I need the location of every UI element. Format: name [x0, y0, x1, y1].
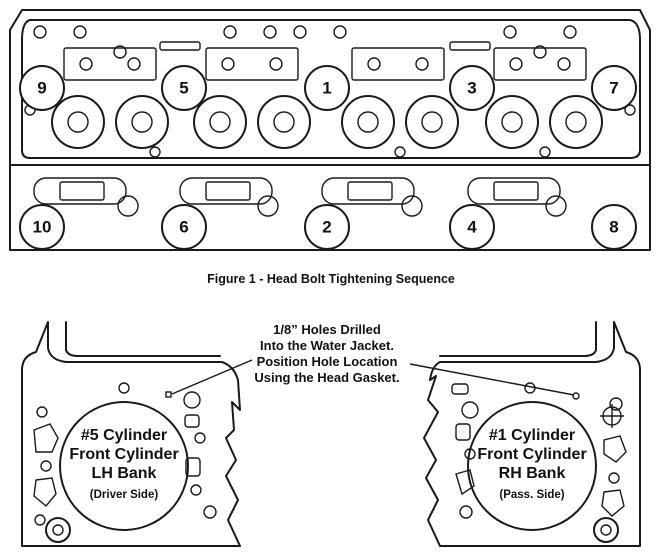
bolt-1: 1 [304, 65, 350, 111]
left-cylinder-label: #5 Cylinder Front Cylinder LH Bank (Driv… [69, 427, 178, 501]
head-bosses [63, 41, 587, 81]
bolt-6: 6 [161, 204, 207, 250]
bolt-number: 3 [467, 79, 476, 98]
bolt-10: 10 [19, 204, 65, 250]
right-cylinder-bore [467, 401, 597, 531]
left-label-line-4: (Driver Side) [90, 489, 159, 501]
left-cylinder-bore [59, 401, 189, 531]
bolt-9: 9 [19, 65, 65, 111]
bolt-number: 10 [33, 218, 52, 237]
bolt-4: 4 [449, 204, 495, 250]
left-label-line-3: LH Bank [92, 465, 157, 482]
bolt-7: 7 [591, 65, 637, 111]
note-line-4: Using the Head Gasket. [254, 370, 399, 385]
bolt-number: 5 [179, 79, 188, 98]
head-small-holes [24, 25, 636, 158]
note-line-3: Position Hole Location [257, 354, 398, 369]
note-leaders [165, 359, 575, 398]
bolt-number: 8 [609, 218, 618, 237]
drill-note: 1/8” Holes Drilled Into the Water Jacket… [254, 322, 399, 385]
note-line-1: 1/8” Holes Drilled [273, 322, 381, 337]
right-block-outline [423, 321, 641, 547]
right-label-line-3: RH Bank [499, 465, 566, 482]
right-label-line-2: Front Cylinder [477, 446, 586, 463]
left-label-line-2: Front Cylinder [69, 446, 178, 463]
bolt-number: 4 [467, 218, 477, 237]
note-line-2: Into the Water Jacket. [260, 338, 394, 353]
bolt-3: 3 [449, 65, 495, 111]
cylinder-head: 9 5 1 3 7 10 6 2 [9, 9, 651, 251]
valve-pockets [51, 95, 603, 149]
exhaust-ports [33, 177, 567, 217]
right-label-line-1: #1 Cylinder [489, 427, 575, 444]
right-label-line-4: (Pass. Side) [499, 489, 564, 501]
bolt-number: 2 [322, 218, 331, 237]
bolt-number: 6 [179, 218, 188, 237]
right-cylinder-label: #1 Cylinder Front Cylinder RH Bank (Pass… [477, 427, 586, 501]
bolt-5: 5 [161, 65, 207, 111]
bolt-number: 1 [322, 79, 331, 98]
bolt-2: 2 [304, 204, 350, 250]
bolt-8: 8 [591, 204, 637, 250]
bolt-number: 9 [37, 79, 46, 98]
figure1-caption: Figure 1 - Head Bolt Tightening Sequence [207, 272, 455, 286]
left-block-outline [21, 321, 241, 547]
bolt-number: 7 [609, 79, 618, 98]
left-label-line-1: #5 Cylinder [81, 427, 167, 444]
